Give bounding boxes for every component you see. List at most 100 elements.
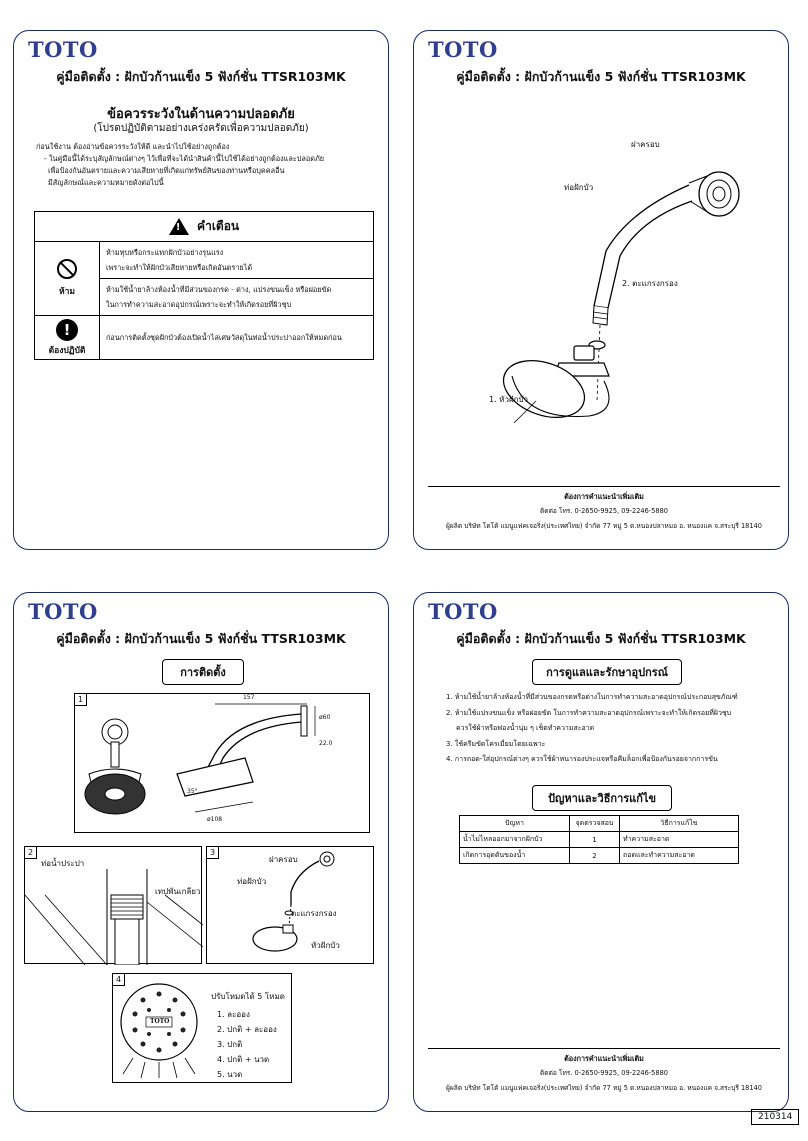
mandatory-label: ต้องปฏิบัติ — [48, 345, 86, 356]
care-item: 3. ใช้ครีมขัดโครเมี่ยมโดยเฉพาะ — [446, 739, 546, 748]
label-cover: ฝาครอบ — [631, 140, 660, 149]
mode-item: 5. นวด — [217, 1070, 243, 1079]
footer-maker: ผู้ผลิต บริษัท โตโต้ แมนูแฟคเจอริ่ง(ประเ… — [446, 1084, 762, 1092]
step-number: 3 — [207, 847, 219, 859]
trouble-title: ปัญหาและวิธีการแก้ไข — [532, 785, 672, 811]
intro-line: - ในคู่มือนี้ได้ระบุสัญลักษณ์ต่างๆ ไว้เพ… — [44, 154, 325, 163]
label-cover: ฝาครอบ — [269, 855, 298, 864]
mode-item: 1. ละออง — [217, 1010, 250, 1019]
doc-title: คู่มือติดตั้ง : ฝักบัวก้านแข็ง 5 ฟังก์ชั… — [56, 631, 346, 646]
modes-title: ปรับโหมดได้ 5 โหมด — [211, 992, 285, 1001]
mandatory-icon: ! — [56, 318, 78, 341]
mode-item: 3. ปกติ — [217, 1040, 243, 1049]
doc-title: คู่มือติดตั้ง : ฝักบัวก้านแข็ง 5 ฟังก์ชั… — [456, 631, 746, 646]
dim-flange: ø60 — [319, 714, 331, 721]
footer-phone: ติดต่อ โทร. 0-2650-9925, 09-2246-5880 — [540, 507, 668, 515]
footer-phone: ติดต่อ โทร. 0-2650-9925, 09-2246-5880 — [540, 1069, 668, 1077]
install-step-2: 2 ท่อน้ำประปา เทปพันเกลียว — [24, 846, 204, 966]
mode-item: 4. ปกติ + นวด — [217, 1055, 270, 1064]
intro-line: เพื่อป้องกันอันตรายและความเสียหายที่เกิด… — [48, 166, 285, 175]
care-title: การดูแลและรักษาอุปกรณ์ — [532, 659, 682, 685]
step-number: 4 — [113, 974, 125, 986]
label-arm: ท่อฝักบัว — [237, 877, 267, 886]
install-title: การติดตั้ง — [162, 659, 244, 685]
care-item: ควรใช้ผ้าหรือฟองน้ำนุ่ม ๆ เช็ดทำความสะอา… — [456, 724, 595, 732]
shower-head — [502, 345, 610, 424]
care-item: 2. ห้ามใช้แปรงขนแข็ง หรือฝอยขัด ในการทำค… — [446, 708, 732, 717]
table-cell: 2 — [569, 847, 620, 864]
table-header: ปัญหา — [459, 815, 570, 832]
shower-arm — [592, 184, 693, 326]
safety-heading: ข้อควรระวังในด้านความปลอดภัย — [107, 107, 295, 122]
step-number: 2 — [25, 847, 37, 859]
dim-angle: 35° — [187, 788, 198, 795]
label-arm: ท่อฝักบัว — [564, 183, 594, 192]
brand-logo: TOTO — [28, 37, 98, 62]
prohibit-cell: ห้าม — [34, 241, 100, 316]
table-row: เกิดการอุดตันของน้ำ 2 ถอดและทำความสะอาด — [459, 847, 739, 864]
care-item: 4. การถอด-ใส่อุปกรณ์ต่างๆ ควรใช้ผ้าหนารอ… — [446, 755, 718, 763]
warning-triangle-icon: ! — [168, 218, 189, 235]
install-step-4: 4 TOTO ปรับโหมดได้ 5 โหมด 1. ละออง 2. ปก… — [112, 973, 292, 1083]
brand-logo: TOTO — [28, 599, 98, 624]
brand-logo: TOTO — [428, 37, 498, 62]
dimension-drawing — [84, 703, 316, 815]
dial-brand: TOTO — [150, 1018, 170, 1025]
prohibit-line: เพราะจะทำให้ฝักบัวเสียหายหรือเกิดอันตราย… — [106, 263, 253, 272]
safety-intro: ก่อนใช้งาน ต้องอ่านข้อควรระวังให้ดี และน… — [36, 141, 381, 189]
cover-flange — [688, 171, 740, 217]
panel-parts: TOTO คู่มือติดตั้ง : ฝักบัวก้านแข็ง 5 ฟั… — [413, 30, 789, 550]
care-list: 1. ห้ามใช้น้ำยาล้างห้องน้ำที่มีส่วนของกร… — [446, 690, 786, 768]
install-step-1: 1 157 ø60 22.0 ø108 35° — [74, 693, 370, 833]
label-filter: 2. ตะแกรงกรอง — [622, 279, 678, 288]
care-item: 1. ห้ามใช้น้ำยาล้างห้องน้ำที่มีส่วนของกร… — [446, 693, 738, 701]
label-water-pipe: ท่อน้ำประปา — [41, 859, 85, 868]
prohibit-line: ห้ามใช้น้ำยาล้างห้องน้ำที่มีส่วนของกรด -… — [106, 285, 332, 294]
label-thread-tape: เทปพันเกลียว — [155, 887, 201, 896]
dim-head: ø108 — [207, 816, 223, 823]
label-filter: ตะแกรงกรอง — [291, 909, 337, 918]
doc-title: คู่มือติดตั้ง : ฝักบัวก้านแข็ง 5 ฟังก์ชั… — [56, 69, 346, 84]
install-step-3: 3 ฝาครอบ ท่อฝักบัว ตะแกรงกรอง หัวฝักบัว — [206, 846, 374, 964]
panel-safety: TOTO คู่มือติดตั้ง : ฝักบัวก้านแข็ง 5 ฟั… — [13, 30, 389, 550]
safety-subheading: (โปรดปฏิบัติตามอย่างเคร่งครัดเพื่อความปล… — [93, 123, 309, 134]
panel-care: TOTO คู่มือติดตั้ง : ฝักบัวก้านแข็ง 5 ฟั… — [413, 592, 789, 1112]
footer-maker: ผู้ผลิต บริษัท โตโต้ แมนูแฟคเจอริ่ง(ประเ… — [446, 522, 762, 530]
warning-title: คำเตือน — [197, 219, 240, 233]
label-head: 1. หัวฝักบัว — [489, 395, 529, 404]
table-cell: ทำความสะอาด — [619, 831, 739, 848]
brand-logo: TOTO — [428, 599, 498, 624]
footer-contact: ต้องการคำแนะนำเพิ่มเติม ติดต่อ โทร. 0-26… — [428, 1048, 780, 1096]
prohibit-line: ห้ามทุบหรือกระแทกฝักบัวอย่างรุนแรง — [106, 248, 224, 257]
warning-header: ! คำเตือน — [34, 211, 374, 242]
prohibit-line: ในการทำความสะอาดอุปกรณ์เพราะจะทำให้เกิดร… — [106, 300, 292, 309]
prohibit-item: ห้ามใช้น้ำยาล้างห้องน้ำที่มีส่วนของกรด -… — [99, 278, 374, 316]
exploded-parts-diagram — [502, 171, 740, 424]
table-header: วิธีการแก้ไข — [619, 815, 739, 832]
table-cell: 1 — [569, 831, 620, 848]
warning-table: ! คำเตือน ห้าม ห้ามทุบหรือกระแทกฝักบัวอย… — [34, 211, 374, 360]
troubleshoot-table: ปัญหา จุดตรวจสอบ วิธีการแก้ไข น้ำไม่ไหลอ… — [459, 815, 739, 864]
intro-line: ก่อนใช้งาน ต้องอ่านข้อควรระวังให้ดี และน… — [36, 142, 230, 151]
table-row: น้ำไม่ไหลออกมาจากฝักบัว 1 ทำความสะอาด — [459, 831, 739, 848]
mandatory-item: ก่อนการติดตั้งชุดฝักบัวต้องเปิดน้ำไล่เศษ… — [99, 315, 374, 360]
intro-line: มีสัญลักษณ์และความหมายดังต่อไปนี้ — [48, 178, 164, 187]
dim-depth: 22.0 — [319, 740, 333, 747]
footer-heading: ต้องการคำแนะนำเพิ่มเติม — [564, 492, 644, 501]
table-cell: น้ำไม่ไหลออกมาจากฝักบัว — [459, 831, 570, 848]
prohibit-item: ห้ามทุบหรือกระแทกฝักบัวอย่างรุนแรง เพราะ… — [99, 241, 374, 279]
table-header-row: ปัญหา จุดตรวจสอบ วิธีการแก้ไข — [459, 815, 739, 832]
table-cell: ถอดและทำความสะอาด — [619, 847, 739, 864]
pipe-tape-drawing — [24, 869, 204, 966]
panel-installation: TOTO คู่มือติดตั้ง : ฝักบัวก้านแข็ง 5 ฟั… — [13, 592, 389, 1112]
label-head: หัวฝักบัว — [311, 941, 340, 950]
mode-dial-drawing — [120, 983, 198, 1079]
mode-item: 2. ปกติ + ละออง — [217, 1025, 277, 1034]
document-number: 210314 — [751, 1109, 800, 1125]
table-cell: เกิดการอุดตันของน้ำ — [459, 847, 570, 864]
mandatory-cell: ! ต้องปฏิบัติ — [34, 315, 100, 360]
table-header: จุดตรวจสอบ — [569, 815, 620, 832]
dim-length: 157 — [243, 694, 255, 701]
prohibit-icon — [57, 259, 77, 279]
doc-title: คู่มือติดตั้ง : ฝักบัวก้านแข็ง 5 ฟังก์ชั… — [456, 69, 746, 84]
